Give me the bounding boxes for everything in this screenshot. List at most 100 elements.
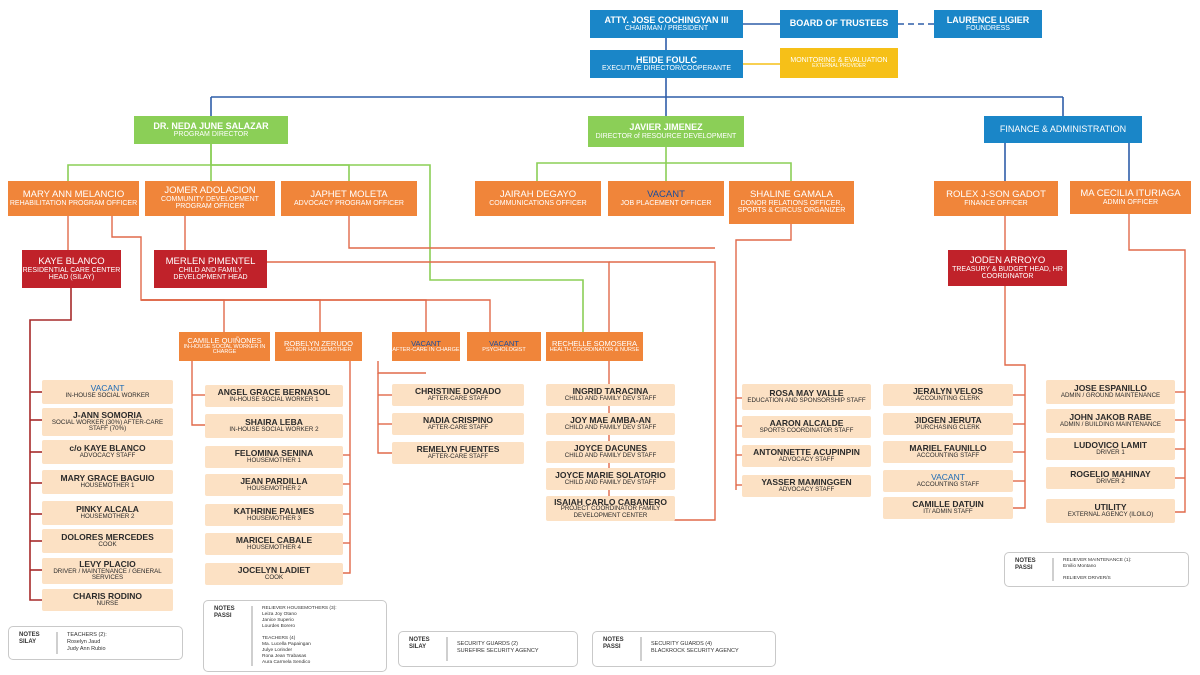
notes-box-passi-security: NOTES PASSI SECURITY GUARDS (4) BLACKROC… [592,631,776,667]
staff-name: YASSER MAMINGGEN [761,477,852,488]
staff-role: CHILD AND FAMILY DEV STAFF [564,424,657,432]
head-pimentel-name: MERLEN PIMENTEL [165,255,256,267]
staff-role: SOCIAL WORKER (30%) AFTER-CARE STAFF (70… [51,418,164,433]
notes-body: TEACHERS (2): Roselyn Jaud Judy Ann Rubi… [67,632,107,652]
program-director-box: DR. NEDA JUNE SALAZAR PROGRAM DIRECTOR [134,116,288,144]
staff-name: VACANT [931,472,965,483]
staff-role: COOK [98,541,117,549]
officer-vacant-job-role: JOB PLACEMENT OFFICER [620,199,712,207]
officer-degayo: JAIRAH DEGAYO COMMUNICATIONS OFFICER [475,181,601,216]
notes-separator [640,637,642,661]
officer-ituriaga: MA CECILIA ITURIAGA ADMIN OFFICER [1070,181,1191,214]
officer-gamala-name: SHALINE GAMALA [750,189,833,201]
foundress-role: FOUNDRESS [966,25,1010,33]
notes-title: NOTES PASSI [603,637,624,651]
program-director-name: DR. NEDA JUNE SALAZAR [153,120,269,131]
program-director-role: PROGRAM DIRECTOR [173,131,249,139]
officer-melancio-role: REHABILITATION PROGRAM OFFICER [9,199,138,207]
mid-zerudo-name: ROBELYN ZERUDO [283,338,354,348]
mid-vacant-aftercare-name: VACANT [411,338,441,348]
monitoring-box: MONITORING & EVALUATION EXTERNAL PROVIDE… [780,48,898,78]
notes-body: RELIEVER HOUSEMOTHERS (3): Leiza Joy Ota… [262,606,337,665]
staff-role: CHILD AND FAMILY DEV STAFF [564,452,657,460]
board-box: BOARD OF TRUSTEES [780,10,898,38]
resource-director-name: JAVIER JIMENEZ [629,122,703,133]
mid-zerudo-role: SENIOR HOUSEMOTHER [285,346,352,353]
mid-vacant-psy-role: PSYCHOLOGIST [482,346,526,353]
exec-director-box: HEIDE FOULC EXECUTIVE DIRECTOR/COOPERANT… [590,50,743,78]
staff-name: SHAIRA LEBA [245,417,303,428]
staff-role: ACCOUNTING CLERK [916,395,980,403]
staff-name: VACANT [90,383,125,394]
staff-role: ACCOUNTING STAFF [916,452,980,460]
head-blanco: KAYE BLANCO RESIDENTIAL CARE CENTER HEAD… [22,250,121,288]
staff-name: JERALYN VELOS [912,386,984,397]
staff-role: IN-HOUSE SOCIAL WORKER [65,392,150,400]
notes-separator [1052,558,1054,581]
staff-role: SPORTS COORDINATOR STAFF [759,427,854,435]
staff-name: JOSE ESPANILLO [1073,383,1148,394]
staff-role: ADMIN / BUILDING MAINTENANCE [1059,421,1162,429]
officer-adolacion-name: JOMER ADOLACION [164,185,256,197]
officer-gadot: ROLEX J-SON GADOT FINANCE OFFICER [934,181,1058,216]
staff-name: JOCELYN LADIET [237,565,311,576]
staff-role: HOUSEMOTHER 2 [80,513,135,521]
officer-adolacion: JOMER ADOLACION COMMUNITY DEVELOPMENT PR… [145,181,275,216]
staff-role: NURSE [96,600,119,608]
exec-role: EXECUTIVE DIRECTOR/COOPERANTE [601,65,731,73]
staff-name: AARON ALCALDE [769,418,844,429]
staff-role: DRIVER 1 [1096,449,1125,457]
officer-degayo-name: JAIRAH DEGAYO [499,188,577,200]
officer-adolacion-role: COMMUNITY DEVELOPMENT PROGRAM OFFICER [161,196,259,211]
resource-director-box: JAVIER JIMENEZ DIRECTOR of RESOURCE DEVE… [588,116,744,147]
staff-name: c/o KAYE BLANCO [69,443,146,454]
staff-role: HOUSEMOTHER 3 [247,515,301,523]
officer-gadot-role: FINANCE OFFICER [964,199,1028,207]
staff-name: INGRID TARACINA [572,386,649,397]
staff-role: ACCOUNTING STAFF [916,481,980,489]
staff-role: AFTER-CARE STAFF [427,395,489,403]
monitoring-role: EXTERNAL PROVIDER [812,63,866,70]
mid-quinones: CAMILLE QUIÑONES IN-HOUSE SOCIAL WORKER … [179,332,270,361]
staff-role: CHILD AND FAMILY DEV STAFF [564,479,657,487]
officer-degayo-role: COMMUNICATIONS OFFICER [489,199,587,207]
head-pimentel: MERLEN PIMENTEL CHILD AND FAMILY DEVELOP… [154,250,267,288]
staff-role: PROJECT COORDINATOR FAMILY DEVELOPMENT C… [560,505,661,519]
staff-role: ADVOCACY STAFF [79,452,136,460]
staff-name: JIDGEN JERUTA [914,415,982,426]
staff-name: ROSA MAY VALLE [769,388,844,399]
staff-role: AFTER-CARE STAFF [427,453,489,461]
staff-name: LUDOVICO LAMIT [1073,440,1148,451]
notes-separator [251,606,253,666]
officer-moleta: JAPHET MOLETA ADVOCACY PROGRAM OFFICER [281,181,417,216]
staff-role: ADMIN / GROUND MAINTENANCE [1060,392,1161,400]
chairman-box: ATTY. JOSE COCHINGYAN III CHAIRMAN / PRE… [590,10,743,38]
staff-role: IT/ ADMIN STAFF [923,508,973,516]
staff-name: NADIA CRISPINO [422,415,494,426]
staff-role: EXTERNAL AGENCY (ILOILO) [1067,511,1154,519]
foundress-box: LAURENCE LIGIER FOUNDRESS [934,10,1042,38]
